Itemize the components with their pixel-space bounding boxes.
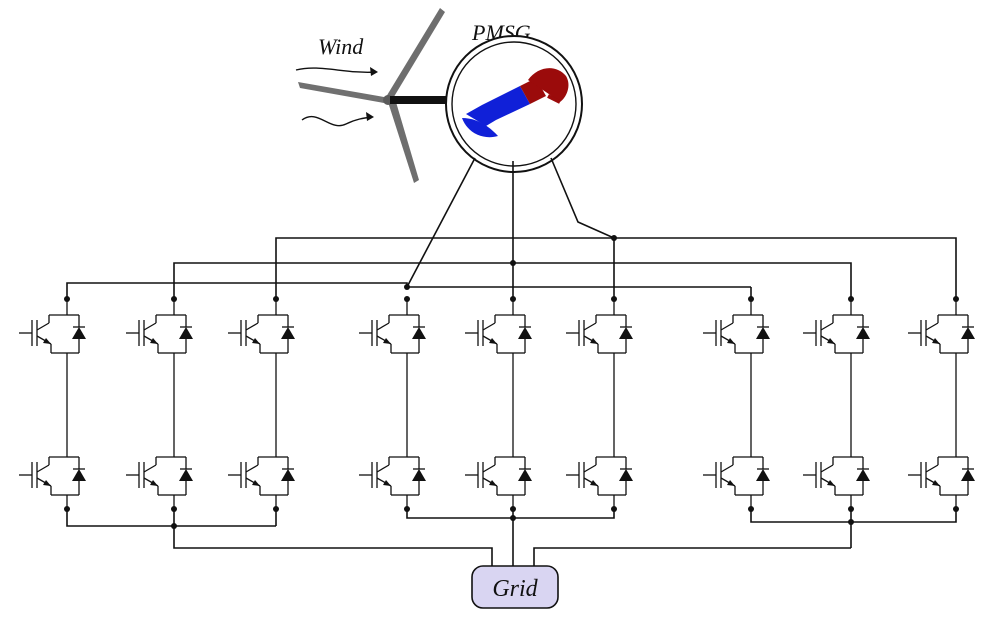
phase-a-wire [406, 157, 476, 288]
igbt-switch-icon-lower [464, 440, 533, 510]
leg-node [510, 296, 516, 302]
wind-arrow-bottom [301, 115, 373, 127]
wind-arrow-top [295, 67, 377, 73]
leg-node [64, 296, 70, 302]
igbt-switch-icon-lower [358, 440, 427, 510]
converter-leg [702, 296, 771, 512]
converter-leg [227, 296, 296, 512]
converter-leg [358, 296, 427, 512]
igbt-switch-icon-upper [125, 298, 194, 368]
converter-leg [464, 296, 533, 512]
leg-node [611, 296, 617, 302]
leg-node [273, 296, 279, 302]
igbt-switch-icon-upper [565, 298, 634, 368]
igbt-switch-icon-lower [802, 440, 871, 510]
grid-label: Grid [492, 576, 538, 602]
bus-phase-a [66, 282, 408, 299]
igbt-switch-icon-upper [358, 298, 427, 368]
igbt-switch-icon-upper [907, 298, 976, 368]
bus-junctions [404, 235, 617, 290]
igbt-switch-icon-lower [125, 440, 194, 510]
pmsg-rotor-icon [445, 35, 583, 173]
converter-leg [125, 296, 194, 512]
igbt-switch-icon-lower [227, 440, 296, 510]
converter-leg [802, 296, 871, 512]
igbt-switch-icon-upper [464, 298, 533, 368]
leg-node [404, 296, 410, 302]
grid-box [471, 565, 559, 609]
leg-node [171, 296, 177, 302]
group3-output [750, 509, 957, 523]
group1-output [66, 509, 493, 566]
igbt-switch-icon-lower [18, 440, 87, 510]
output-junctions [171, 515, 854, 529]
igbt-switch-icon-upper [702, 298, 771, 368]
igbt-switch-icon-lower [907, 440, 976, 510]
wind-turbine-icon [298, 8, 452, 183]
converter-leg [565, 296, 634, 512]
igbt-switch-icon-lower [565, 440, 634, 510]
phase-c-wire [550, 157, 615, 299]
leg-node [953, 296, 959, 302]
leg-node [848, 296, 854, 302]
bus-phase-c [275, 237, 957, 299]
converter-leg [907, 296, 976, 512]
leg-node [748, 296, 754, 302]
igbt-switch-icon-lower [702, 440, 771, 510]
converter-switches [18, 296, 976, 512]
igbt-switch-icon-upper [802, 298, 871, 368]
converter-leg [18, 296, 87, 512]
igbt-switch-icon-upper [227, 298, 296, 368]
igbt-switch-icon-upper [18, 298, 87, 368]
wind-label: Wind [318, 34, 364, 59]
